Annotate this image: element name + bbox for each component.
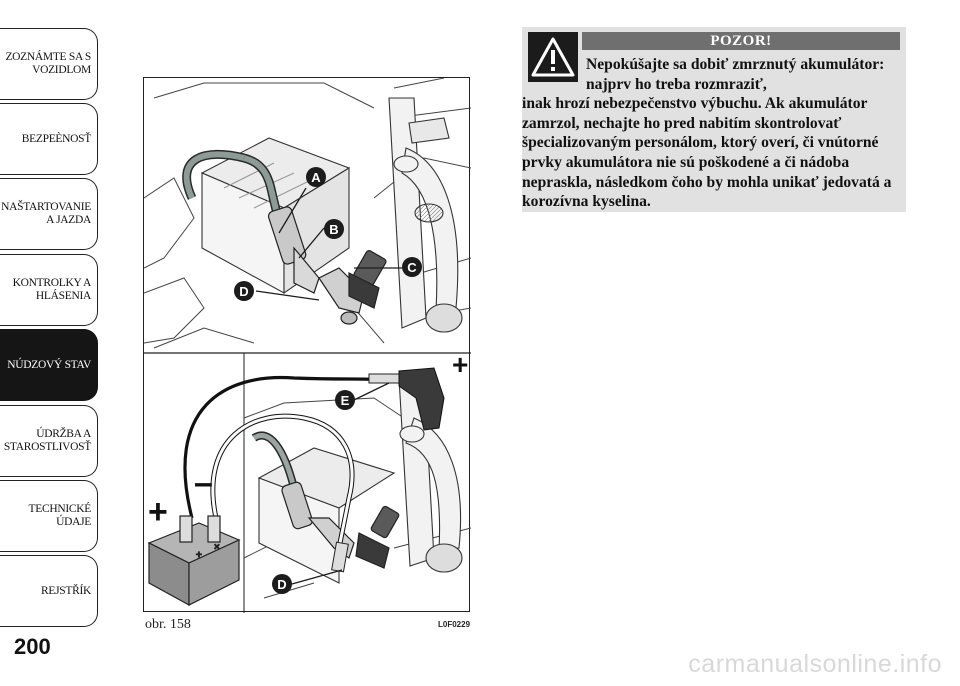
warning-box: POZOR! Nepokúšajte sa dobiť zmrznutý aku…	[522, 27, 906, 212]
warning-body: inak hrozí nebezpečenstvo výbuchu. Ak ak…	[522, 95, 892, 211]
positive-jump-lead	[183, 375, 385, 519]
callout-e	[335, 390, 355, 410]
callout-b	[324, 219, 344, 239]
callout-a	[306, 167, 326, 187]
page-number: 200	[14, 634, 51, 659]
svg-text:×: ×	[214, 542, 220, 553]
tab-rejstrik[interactable]: REJSTŘÍK	[0, 555, 98, 627]
figure-caption: obr. 158	[145, 617, 191, 632]
positive-clamp	[398, 367, 445, 431]
plus-sign-battery: +	[148, 493, 168, 531]
top-hoses	[388, 97, 463, 333]
callout-d-top-label: D	[239, 284, 248, 299]
callout-c	[402, 257, 422, 277]
top-engine-bay	[144, 78, 471, 349]
tab-label: ZOZNÁMTE SA S VOZIDLOM	[5, 51, 91, 76]
tab-nudzovy-stav[interactable]: NÚDZOVÝ STAV	[0, 329, 98, 401]
callout-d-bottom	[272, 574, 292, 594]
callout-b-label: B	[329, 222, 338, 237]
tab-nastartovanie-a-jazda[interactable]: NAŠTARTOVANIE A JAZDA	[0, 178, 98, 250]
warning-lead: Nepokúšajte sa dobiť zmrznutý akumulátor…	[586, 56, 885, 93]
callout-c-label: C	[407, 260, 417, 275]
bottom-battery-car	[257, 447, 396, 584]
tab-label: REJSTŘÍK	[41, 584, 91, 597]
tab-label: KONTROLKY A HLÁSENIA	[12, 277, 92, 302]
battery-jump-start-figure: A B C D	[143, 77, 471, 613]
tab-technicke-udaje[interactable]: TECHNICKÉ ÚDAJE	[0, 480, 98, 552]
tab-label: BEZPEÈNOSŤ	[21, 132, 92, 145]
warning-title: POZOR!	[582, 32, 900, 50]
plus-sign-car: +	[452, 349, 468, 380]
callout-d-top	[234, 281, 254, 301]
callout-a-label: A	[311, 170, 321, 185]
donor-battery: + ×	[147, 515, 241, 607]
tab-label: NAŠTARTOVANIE A JAZDA	[1, 201, 91, 226]
tab-label: ÚDRŽBA A STAROSTLIVOSŤ	[3, 428, 91, 453]
tab-zoznamte-sa-s-vozidlom[interactable]: ZOZNÁMTE SA S VOZIDLOM	[0, 28, 98, 100]
tab-udrzba-a-starostlivost[interactable]: ÚDRŽBA A STAROSTLIVOSŤ	[0, 405, 98, 477]
callout-d-bottom-label: D	[277, 577, 286, 592]
warning-triangle-icon	[528, 32, 578, 82]
minus-sign-battery: –	[194, 464, 213, 502]
tab-label: NÚDZOVÝ STAV	[7, 358, 91, 371]
warning-text: Nepokúšajte sa dobiť zmrznutý akumulátor…	[522, 55, 902, 212]
watermark: carmanualsonline.info	[688, 650, 942, 678]
tab-bezpecnost[interactable]: BEZPEÈNOSŤ	[0, 103, 98, 175]
figure-code: L0F0229	[438, 620, 471, 629]
svg-text:+: +	[196, 550, 202, 561]
bottom-hoses	[398, 377, 463, 573]
callout-markers-top	[234, 167, 422, 301]
figure-illustration: A B C D	[144, 78, 471, 613]
tab-kontrolky-a-hlasenia[interactable]: KONTROLKY A HLÁSENIA	[0, 254, 98, 326]
tab-label: TECHNICKÉ ÚDAJE	[28, 503, 92, 528]
callout-e-label: E	[341, 393, 350, 408]
